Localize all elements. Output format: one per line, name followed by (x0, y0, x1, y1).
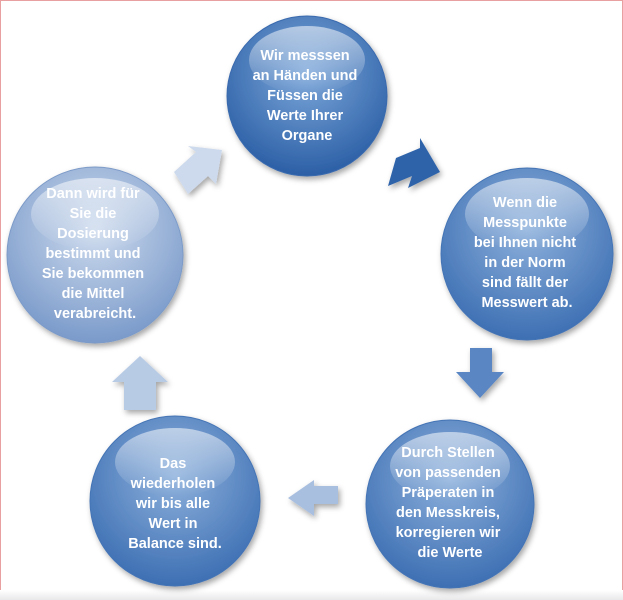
bottom-scroll-bar (0, 590, 623, 600)
arrow-n4-to-n5 (112, 356, 168, 410)
cycle-node-3-text: Durch Stellen von passenden Präperaten i… (395, 445, 505, 561)
arrow-n2-to-n3 (456, 348, 504, 398)
cycle-node-1 (226, 15, 388, 177)
cycle-node-2 (440, 167, 614, 341)
cycle-node-4-text: Das wiederholen wir bis alle Wert in Bal… (128, 456, 221, 552)
arrow-n3-to-n4 (288, 480, 338, 516)
cycle-node-2-text: Wenn die Messpunkte bei Ihnen nicht in d… (474, 195, 580, 311)
cycle-node-3 (365, 419, 535, 589)
cycle-node-5 (6, 166, 184, 344)
cycle-node-4 (89, 415, 261, 587)
cycle-node-5-text: Dann wird für Sie die Dosierung bestimmt… (42, 186, 148, 322)
arrow-n5-to-n1 (174, 146, 222, 194)
arrow-n1-to-n2 (388, 138, 440, 188)
cycle-node-1-text: Wir messsen an Händen und Füssen die Wer… (253, 48, 362, 144)
